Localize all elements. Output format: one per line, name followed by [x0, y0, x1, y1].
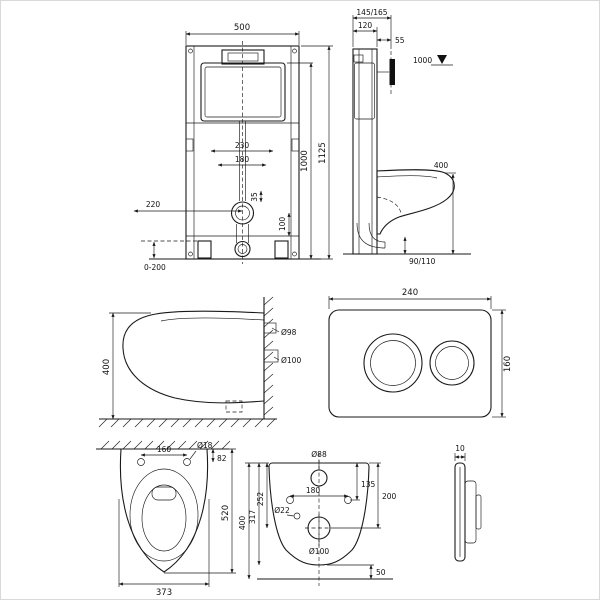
- level-marker-icon: [437, 55, 447, 64]
- flush-plate-body: [328, 309, 492, 418]
- flush-plate-view: 240 160: [328, 288, 513, 418]
- bowl-side-view: 400 Ø98 Ø100: [98, 296, 301, 428]
- dim-top-fixing-offset: 82: [217, 454, 227, 463]
- flush-button-small: [429, 340, 475, 386]
- fixing-hole-left: [137, 458, 145, 466]
- dim-top-fixing-spacing: 160: [157, 445, 172, 454]
- dim-frame-front-feet-range: 0-200: [144, 263, 166, 272]
- dim-top-fixing-hole: Ø18: [197, 441, 213, 450]
- dim-rear-height-full: 400: [238, 516, 247, 531]
- dim-frame-front-spacing-outer: 230: [235, 141, 250, 150]
- dim-frame-side-level-mark: 1000: [413, 56, 432, 65]
- dim-frame-side-plate-offset: 55: [395, 36, 405, 45]
- flush-plate-in-wall: [389, 59, 395, 85]
- wall-hatch: [263, 296, 274, 416]
- outlet-flange: [230, 201, 255, 225]
- wall-hatch-top: [100, 440, 231, 450]
- dim-plate-thickness: 10: [455, 444, 465, 453]
- bowl-rear-outline: [268, 462, 370, 566]
- dim-rear-hole-spacing: 180: [306, 486, 321, 495]
- bowl-top-outline: [119, 448, 209, 573]
- dim-bowl-side-inlet: Ø98: [281, 328, 297, 337]
- dim-frame-side-bowl-height: 400: [434, 161, 449, 170]
- dim-bowl-side-outlet: Ø100: [281, 356, 301, 365]
- dim-rear-clearance: 50: [376, 568, 386, 577]
- dim-top-length: 520: [221, 505, 231, 521]
- dim-plate-height: 160: [503, 356, 513, 372]
- flush-access-box: [221, 49, 265, 65]
- bowl-profile: [376, 169, 455, 235]
- bowl-silhouette: [122, 310, 265, 404]
- plate-side-view: 10: [454, 444, 482, 562]
- dim-top-width: 373: [156, 588, 172, 598]
- fixing-hole-right: [183, 458, 191, 466]
- dim-rear-small-hole: Ø22: [274, 506, 290, 515]
- foot-right: [274, 240, 289, 259]
- dim-frame-front-side-offset: 220: [146, 200, 161, 209]
- frame-front-view: 500 1125 1000 230 180 220 100 35 0-200: [133, 23, 333, 272]
- dim-frame-side-outlet-range: 90/110: [409, 257, 436, 266]
- dim-plate-width: 240: [402, 288, 418, 298]
- dim-rear-height-outlet: 252: [256, 492, 265, 507]
- dim-frame-front-height-frame: 1000: [300, 150, 310, 172]
- dim-bowl-side-height: 400: [102, 359, 112, 375]
- flush-button-large: [363, 333, 423, 393]
- floor-hatch: [98, 418, 276, 428]
- bowl-rear-view: Ø88 180 135 Ø22 Ø100 400 317 252 200 50: [238, 450, 397, 586]
- dim-rear-hole-depth: 135: [361, 480, 376, 489]
- dim-frame-front-width: 500: [234, 23, 250, 33]
- dim-frame-side-depth-range: 145/165: [356, 8, 387, 17]
- cistern-tank: [200, 62, 286, 122]
- dim-rear-outlet: Ø100: [309, 547, 329, 556]
- rear-fixing-left: [286, 496, 294, 504]
- bowl-top-view: 160 Ø18 82 520 373: [96, 440, 236, 598]
- dim-rear-height-mid: 317: [248, 510, 257, 525]
- dim-frame-front-outlet-offset: 35: [250, 192, 259, 202]
- dim-frame-side-depth-body: 120: [358, 21, 373, 30]
- frame-side-view: 145/165 120 55 1000 400 90/110: [343, 8, 471, 266]
- inlet-hole: [310, 469, 328, 487]
- small-hole: [293, 512, 301, 520]
- dim-rear-inlet: Ø88: [311, 450, 327, 459]
- dim-frame-front-spacing-inner: 180: [235, 155, 250, 164]
- dim-frame-front-height-total: 1125: [318, 142, 328, 164]
- dim-frame-front-outlet-height: 100: [278, 217, 287, 232]
- foot-left: [197, 240, 212, 259]
- dim-rear-height-right: 200: [382, 492, 397, 501]
